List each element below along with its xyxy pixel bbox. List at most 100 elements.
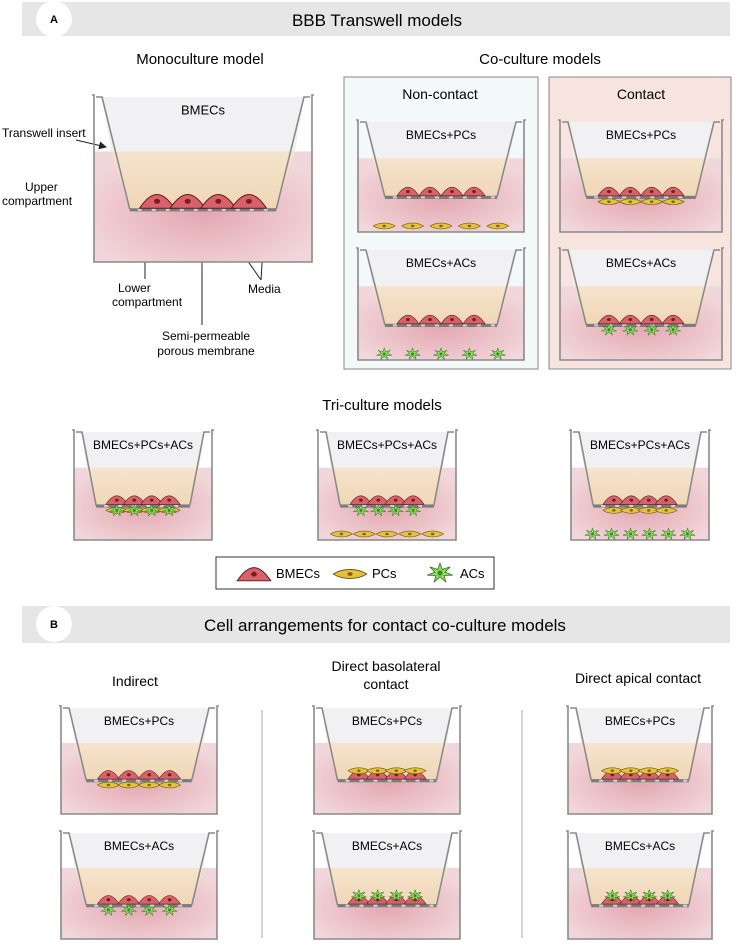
media-label: Media	[248, 282, 281, 296]
upper-air	[322, 833, 452, 868]
outer-well	[72, 429, 214, 541]
contact-pcs-well: BMECs+PCs	[558, 119, 724, 233]
pc-cell	[401, 222, 425, 230]
membrane-pore	[178, 779, 183, 782]
membrane	[384, 195, 498, 199]
membrane-pore	[207, 208, 212, 211]
membrane-pore	[179, 208, 184, 211]
membrane	[337, 904, 437, 908]
ac-cell	[622, 527, 639, 541]
membrane-pore	[94, 779, 99, 782]
ac-cell	[388, 889, 405, 902]
membrane-pore	[669, 779, 674, 782]
ac-cell	[643, 323, 660, 336]
bmec-cell	[137, 770, 161, 780]
upper-compartment	[574, 286, 708, 325]
outer-well	[356, 119, 526, 233]
ac-cell	[433, 347, 449, 361]
upper-air	[366, 250, 516, 287]
ac-cell	[641, 889, 657, 902]
ac-cell	[126, 503, 142, 517]
membrane-pore	[664, 324, 669, 327]
legend-acs-label: ACs	[460, 566, 485, 581]
membrane-pore	[401, 779, 406, 782]
transwell-insert-label: Transwell insert	[2, 126, 86, 140]
ac-cell	[404, 347, 421, 361]
insert-walls	[316, 707, 458, 781]
pc-cell	[421, 530, 445, 538]
bmec-cell	[158, 895, 182, 905]
bmec-cell	[440, 314, 464, 325]
upper-compartment	[581, 742, 699, 781]
membrane-pore	[683, 779, 688, 782]
bmec-cell	[440, 186, 464, 197]
indirect-acs-well: BMECs+ACs	[59, 830, 219, 940]
bmec-cell	[158, 770, 182, 780]
bmec-cell	[597, 186, 621, 197]
column-heading-basolateral-1: Direct basolateral	[332, 658, 441, 674]
membrane-pore	[599, 779, 604, 782]
membrane-pore	[641, 779, 646, 782]
ac-cell	[407, 889, 423, 902]
bmec-cell	[654, 495, 678, 505]
membrane-pore	[401, 904, 406, 907]
membrane-pore	[174, 504, 179, 508]
membrane-pore	[669, 904, 674, 907]
ac-cell	[161, 503, 177, 517]
outer-well	[92, 94, 314, 263]
upper-air	[576, 708, 704, 743]
membrane-pore	[160, 504, 165, 508]
pc-cell	[366, 767, 390, 774]
membrane-pore	[118, 504, 123, 508]
panel-a-header: A BBB Transwell models	[22, 1, 730, 37]
pc-cell	[158, 781, 182, 789]
triculture-well-2: BMECs+PCs+ACs	[316, 429, 458, 541]
upper-air	[82, 432, 204, 468]
ac-cell	[584, 527, 601, 541]
membrane-pore	[362, 504, 367, 508]
bmec-cell	[169, 193, 207, 209]
membrane-pore	[150, 779, 155, 782]
bmec-cell	[661, 314, 685, 325]
bmec-cell	[96, 770, 120, 780]
upper-air	[568, 122, 714, 159]
well-label: BMECs+ACs	[406, 256, 476, 270]
membrane-pore	[392, 324, 397, 327]
well-label: BMECs+ACs	[605, 839, 675, 853]
upper-compartment-label-2: compartment	[2, 194, 73, 208]
pc-cell	[96, 781, 120, 789]
membrane-pore	[683, 904, 688, 907]
outer-well	[566, 705, 714, 815]
membrane-pore	[594, 196, 599, 199]
membrane-pore	[122, 779, 127, 782]
membrane-pore	[418, 504, 423, 508]
panel-b-badge	[36, 606, 72, 642]
upper-air	[322, 708, 452, 743]
insert-walls	[562, 249, 720, 325]
bmec-cell	[230, 193, 268, 209]
membrane-pore	[671, 504, 676, 508]
membrane-pore	[94, 904, 99, 907]
bmec-cell	[396, 314, 420, 325]
insert-walls	[360, 121, 522, 197]
membrane-pore	[657, 504, 662, 508]
bmec-cell	[401, 495, 425, 505]
insert-walls	[320, 431, 454, 506]
bmec-cell	[138, 193, 176, 209]
bmec-cell	[462, 186, 486, 197]
membrane-pore	[429, 904, 434, 907]
membrane-pore	[136, 904, 141, 907]
pc-cell	[429, 222, 453, 230]
membrane-pore	[622, 196, 627, 199]
well-label: BMECs+ACs	[104, 839, 174, 853]
membrane-pore	[406, 196, 411, 199]
ac-cell	[679, 527, 696, 541]
membrane-pore	[420, 324, 425, 327]
ac-cell	[405, 503, 421, 517]
membrane-pore	[627, 779, 632, 782]
insert-walls	[562, 121, 720, 197]
bmec-cell	[640, 314, 664, 325]
membrane-pore	[415, 904, 420, 907]
ac-cell	[388, 503, 404, 517]
insert-walls	[63, 832, 215, 906]
